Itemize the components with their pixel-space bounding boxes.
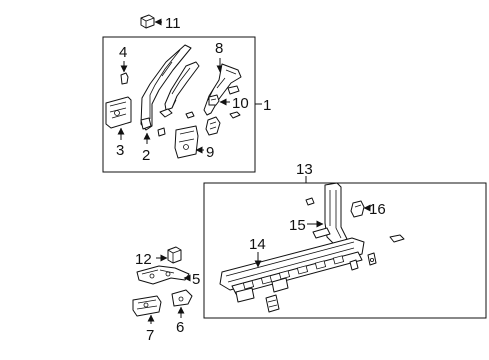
- part-4-bracket: [120, 72, 129, 85]
- callout-6: 6: [176, 319, 184, 336]
- callout-16: 16: [369, 201, 386, 218]
- callout-1: 1: [263, 97, 271, 114]
- callout-11: 11: [165, 15, 181, 32]
- part-inner-pillar: [157, 61, 200, 137]
- part-2-front-pillar: [140, 44, 192, 131]
- part-16-clip: [350, 200, 365, 218]
- part-small-fasteners: [185, 111, 241, 136]
- part-10-clip: [208, 94, 220, 106]
- callout-7: 7: [146, 327, 154, 344]
- part-14-rocker: [219, 237, 365, 313]
- part-3-reinforcement: [105, 96, 132, 129]
- callout-13: 13: [296, 161, 313, 178]
- callout-3: 3: [116, 142, 124, 159]
- callout-2: 2: [142, 147, 150, 164]
- callout-8: 8: [215, 40, 223, 57]
- callout-4: 4: [119, 44, 127, 61]
- part-5-bracket: [136, 265, 190, 285]
- callout-5: 5: [192, 271, 200, 288]
- lower-group-box: [203, 182, 487, 319]
- part-11-clip: [140, 14, 155, 29]
- part-7-bracket: [132, 295, 162, 317]
- callout-14: 14: [249, 236, 266, 253]
- callout-9: 9: [206, 144, 214, 161]
- part-12-block: [167, 246, 182, 264]
- callout-12: 12: [135, 251, 152, 268]
- callout-15: 15: [289, 217, 306, 234]
- part-rear-fasteners: [349, 234, 405, 271]
- part-15-center-pillar: [305, 182, 348, 246]
- callout-10: 10: [232, 95, 249, 112]
- part-9-bracket: [174, 125, 199, 159]
- part-6-plate: [171, 289, 193, 307]
